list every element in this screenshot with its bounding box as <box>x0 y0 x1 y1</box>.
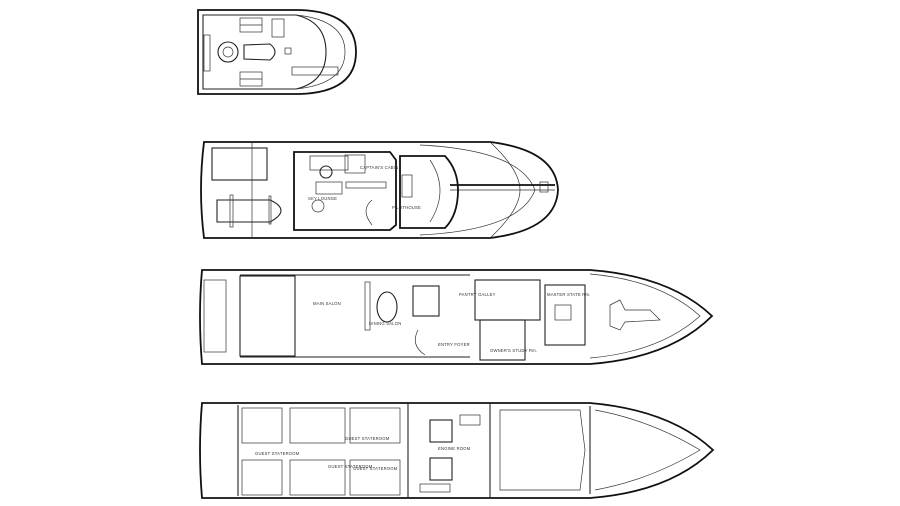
room-label: PANTRY GALLEY <box>459 292 496 297</box>
room-label: GUEST STATEROOM <box>353 466 398 471</box>
room-label: GUEST STATEROOM <box>328 464 373 469</box>
room-label: GUEST STATEROOM <box>255 451 300 456</box>
bridge-deck-plan: SKY LOUNGE CAPTAIN'S CABIN PILOTHOUSE <box>200 141 559 239</box>
room-label: GUEST STATEROOM <box>345 436 390 441</box>
room-label: CAPTAIN'S CABIN <box>360 165 398 170</box>
room-label: MASTER STATE Rm. <box>547 292 591 297</box>
lower-deck-plan: ENGINE ROOM GUEST STATEROOM GUEST STATER… <box>199 402 715 499</box>
room-label: SKY LOUNGE <box>308 196 337 201</box>
flybridge-plan <box>197 9 357 95</box>
main-deck-plan: MAIN SALON DINING SALON ENTRY FOYER PANT… <box>199 269 714 365</box>
room-label: ENTRY FOYER <box>438 342 470 347</box>
room-label: DINING SALON <box>369 321 401 326</box>
room-label: ENGINE ROOM <box>438 446 471 451</box>
room-label: MAIN SALON <box>313 301 341 306</box>
room-label: OWNER'S STUDY Rm. <box>490 348 537 353</box>
room-label: PILOTHOUSE <box>392 205 421 210</box>
